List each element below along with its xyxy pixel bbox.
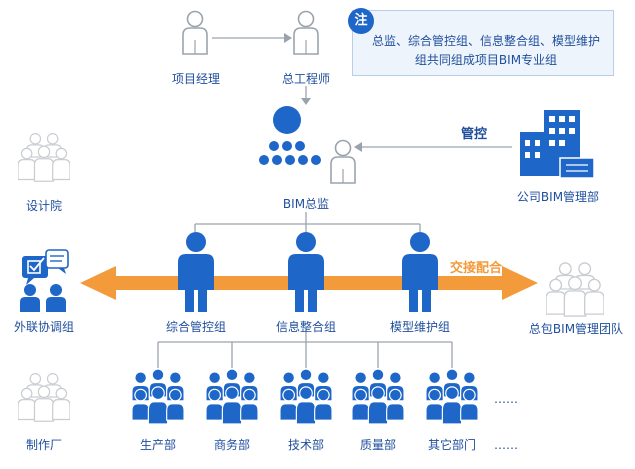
chief-engineer-label: 总工程师 [281,72,331,86]
manufacturer-label: 制作厂 [25,438,63,452]
department-icon-quality [351,368,405,425]
connector-arrowheads [284,33,362,152]
more-groups-ellipsis: …… [494,392,518,406]
more-departments-ellipsis: …… [494,438,518,452]
company-bim-dept-label: 公司BIM管理部 [516,190,600,204]
design-institute-label: 设计院 [25,199,63,213]
integrated-control-icon [178,232,214,312]
model-maintenance-icon [402,232,438,312]
manufacturer-icon [18,372,70,422]
information-integration-label: 信息整合组 [275,320,337,334]
department-icon-other [425,368,479,425]
external-coordination-label: 外联协调组 [13,320,75,334]
model-maintenance-label: 模型维护组 [389,320,451,334]
bim-director-label: BIM总监 [282,197,330,211]
department-label-quality: 质量部 [359,438,397,452]
note-text: 总监、综合管控组、信息整合组、模型维护组共同组成项目BIM专业组 [371,34,600,67]
project-manager-label: 项目经理 [171,72,221,86]
hierarchy-icon [259,106,321,165]
information-integration-icon [288,232,324,312]
department-icon-production [131,368,185,425]
chat-people-icon [20,249,69,312]
project-manager-icon [182,10,208,55]
handover-label: 交接配合 [449,261,503,276]
chief-engineer-icon [293,10,319,55]
design-institute-icon [18,132,70,182]
note-box: 注 总监、综合管控组、信息整合组、模型维护组共同组成项目BIM专业组 [348,8,614,76]
bim-director-icon [330,139,356,184]
connector-lines [157,37,512,368]
general-contractor-label: 总包BIM管理团队 [528,322,624,336]
department-icon-business [205,368,259,425]
department-label-business: 商务部 [213,438,251,452]
note-badge: 注 [348,8,374,34]
general-contractor-icon [546,262,604,317]
management-control-label: 管控 [460,127,488,142]
department-label-production: 生产部 [139,438,177,452]
department-icon-technical [279,368,333,425]
department-label-other: 其它部门 [427,438,477,452]
department-label-technical: 技术部 [287,438,325,452]
building-icon [520,110,595,179]
integrated-control-label: 综合管控组 [165,320,227,334]
